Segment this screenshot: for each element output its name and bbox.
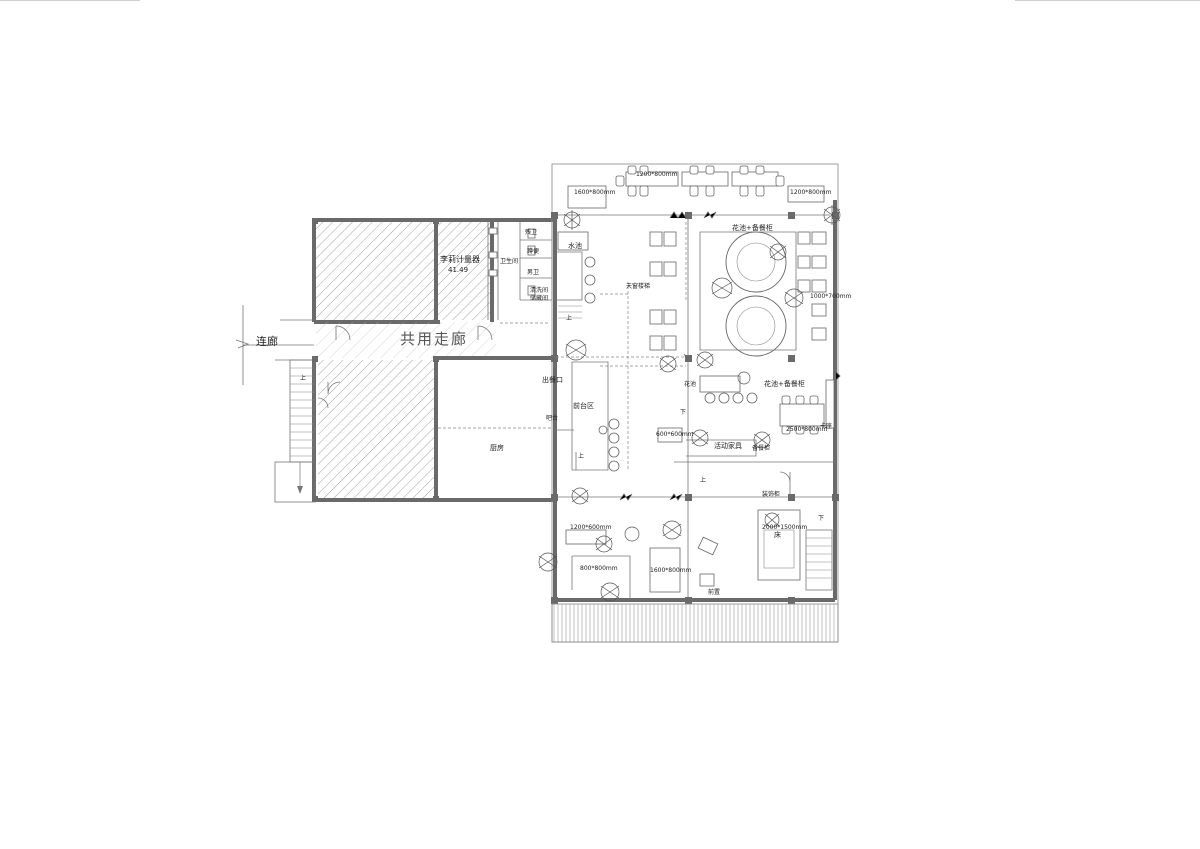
dim-t4: 1000*700mm — [810, 293, 852, 300]
movable-furniture-label: 活动家具 — [714, 441, 742, 450]
planter-cabinet-mid-label: 花池+备餐柜 — [764, 379, 805, 388]
skylight-label: 天窗楼梯 — [626, 282, 650, 290]
mens-wc-label: 男卫 — [527, 269, 539, 276]
dish-cabinet-label: 备餐柜 — [752, 444, 770, 452]
squat-wc-label: 蹲便 — [527, 247, 539, 255]
cleaning-label: 清洗间 — [530, 286, 548, 294]
plant-clusters — [538, 205, 841, 602]
down-marker-right: 下 — [818, 515, 824, 522]
dim-t10: 2000*1500mm — [762, 524, 807, 531]
left-building — [235, 218, 555, 503]
seat-bench-label: 卡座 — [820, 422, 832, 430]
small-room-label: 李莉计量器 — [440, 254, 480, 264]
dim-t7: 1200*600mm — [570, 524, 612, 531]
dim-t8: 800*800mm — [580, 565, 618, 572]
water-sink-label: 水池 — [568, 241, 582, 250]
decor-cabinet-label: 装饰柜 — [762, 490, 780, 498]
down-marker-mid: 下 — [680, 409, 686, 416]
restroom-label: 卫生间 — [500, 257, 518, 265]
restroom-block — [487, 222, 553, 324]
up-marker-desk: 上 — [578, 452, 584, 460]
planter-label: 花池 — [684, 380, 696, 388]
front-desk-zone — [556, 361, 620, 472]
bed-label: 床 — [774, 530, 781, 539]
shared-corridor-label: 共用走廊 — [400, 330, 468, 348]
up-marker-right: 上 — [700, 476, 706, 484]
planter-cabinet-top-label: 花池+备餐柜 — [732, 223, 773, 232]
dim-t6: 600*600mm — [656, 431, 694, 438]
terrace-label: 前置 — [708, 588, 720, 596]
kitchen-label: 厨房 — [490, 443, 504, 452]
top-seating — [567, 165, 825, 209]
labels: 连廊 共用走廊 李莉计量器 41.49 卫生间 残卫 蹲便 男卫 清洗间 储藏间… — [256, 171, 852, 596]
pickup-label: 出餐口 — [542, 375, 563, 384]
front-desk-label: 前台区 — [573, 401, 594, 410]
small-room-area: 41.49 — [448, 266, 468, 274]
up-marker-core: 上 — [566, 314, 572, 322]
dim-t2: 1600*800mm — [574, 189, 616, 196]
dim-t5: 2500*800mm — [786, 426, 828, 433]
storage-label: 储藏间 — [530, 294, 548, 302]
dim-t3: 1200*800mm — [790, 189, 832, 196]
dim-t1: 1200*800mm — [636, 171, 678, 178]
bar-label: 吧台 — [546, 414, 558, 422]
dim-t9: 1600*800mm — [650, 567, 692, 574]
corridor-link-label: 连廊 — [256, 334, 278, 348]
accessible-wc-label: 残卫 — [525, 228, 537, 236]
up-marker-left: 上 — [300, 374, 306, 382]
